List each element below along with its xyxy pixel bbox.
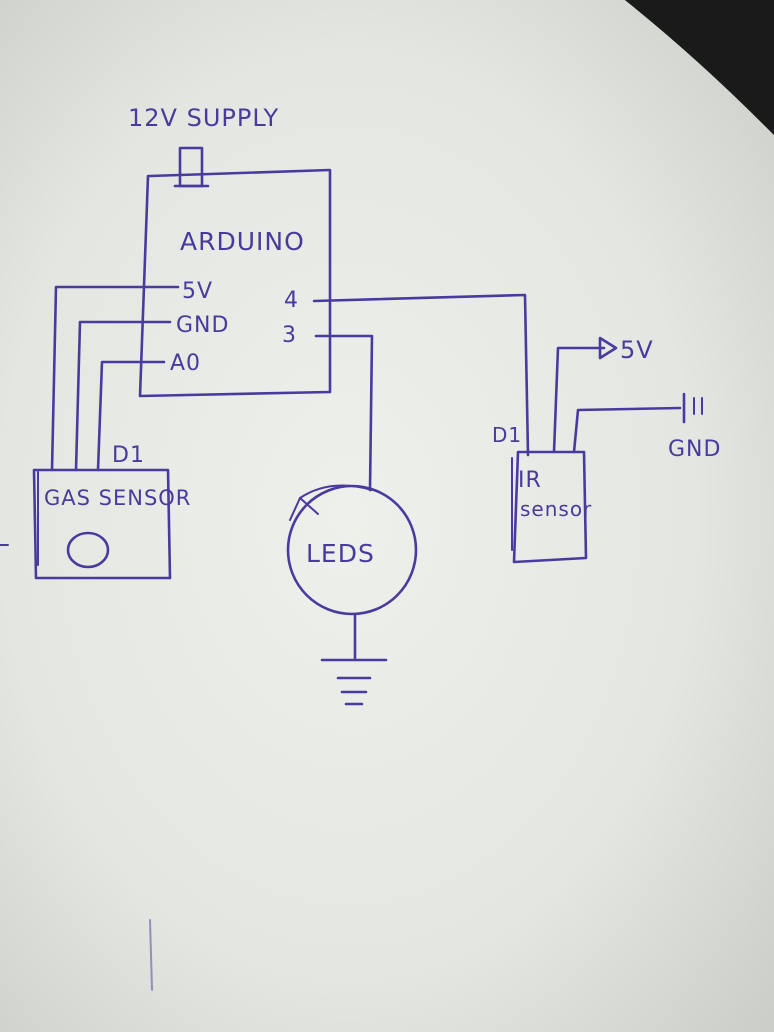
stray-mark-lower [149,919,153,991]
supply-connector [173,146,210,188]
ir-gnd-label: GND [668,437,721,462]
paper-corner-shadow [625,0,774,135]
arduino-label: ARDUINO [180,227,305,256]
leds-label: LEDS [306,539,375,568]
pin-5v-label: 5V [182,279,213,304]
ir-d1-label: D1 [492,423,522,447]
wire-pin3-leds [314,334,374,492]
ir-sensor-module [512,450,588,564]
pin-a0-label: A0 [170,351,201,376]
ir-5v-label: 5V [620,336,654,364]
ir-5v-arrow-icon [598,336,618,360]
supply-label: 12V SUPPLY [128,104,279,132]
wire-ir-gnd [572,406,682,454]
gas-sensor-module [32,468,172,580]
ir-label-line1: IR [518,468,542,493]
wire-pin4-ir [312,293,530,457]
pin-3-label: 3 [282,323,297,348]
wire-gas-a0 [96,360,166,472]
gas-d1-label: D1 [112,443,145,468]
pin-gnd-label: GND [176,313,229,338]
pin-4-label: 4 [284,288,299,313]
wire-ir-5v [552,346,606,454]
ir-label-line2: sensor [520,497,592,521]
leds-arrow-icon [289,484,373,521]
arduino-board [138,168,332,398]
gas-sensor-element-icon [66,531,110,569]
wire-gas-gnd [74,320,172,472]
leds-ground-icon [320,612,388,706]
gas-sensor-label: GAS SENSOR [44,486,191,510]
wire-gas-5v [50,285,180,472]
